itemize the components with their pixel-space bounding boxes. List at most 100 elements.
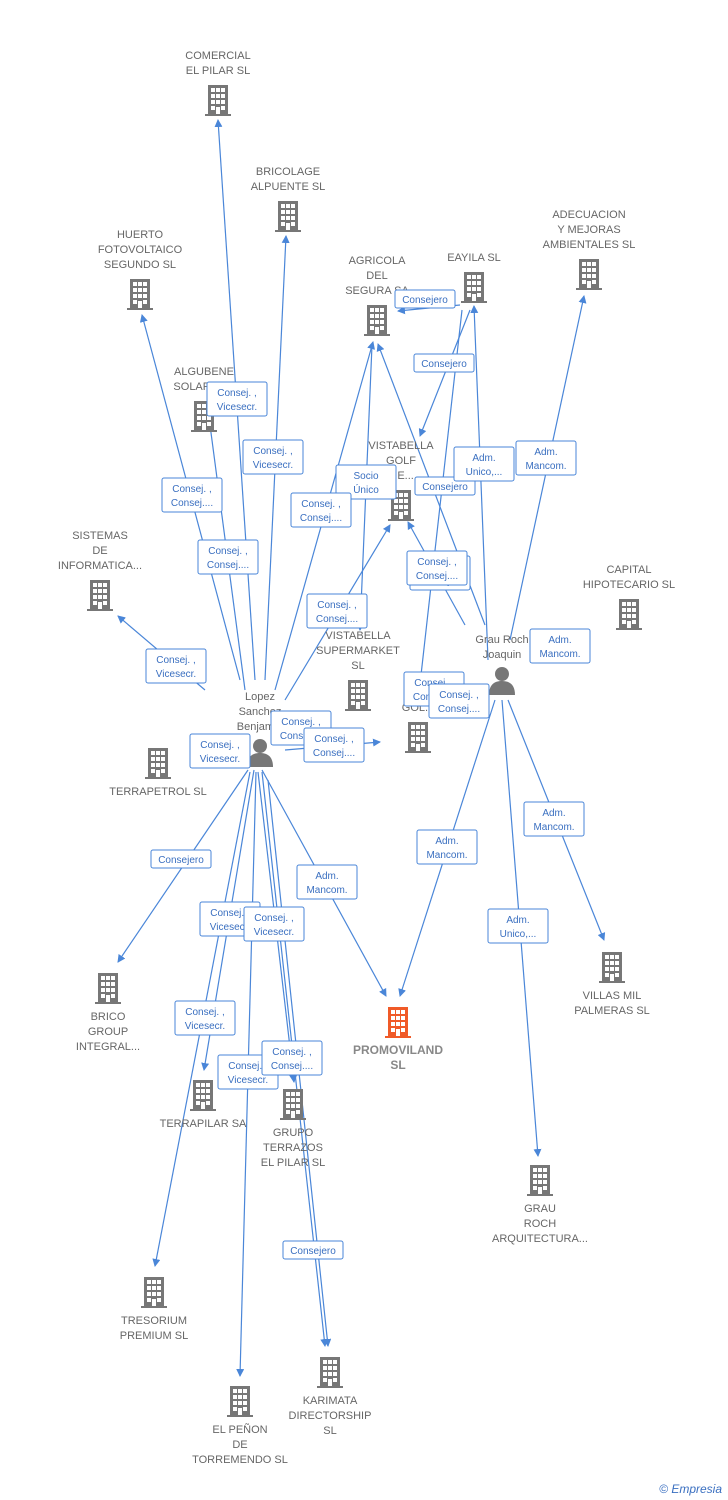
edge-label-text: Consej. , <box>317 600 356 611</box>
edge-label: Consej. ,Consej.... <box>197 539 259 575</box>
building-icon <box>205 85 231 116</box>
building-icon <box>576 259 602 290</box>
node-label: EL PILAR SL <box>186 65 250 77</box>
edge-label: Consejero <box>394 289 456 309</box>
edge-label: Consejero <box>150 849 212 869</box>
company-node[interactable]: TERRAPILAR SA <box>160 1080 247 1130</box>
building-icon <box>616 599 642 630</box>
edge-label: Consej. ,Vicesecr. <box>206 381 268 417</box>
edge-label-text: Consejero <box>290 1246 336 1257</box>
node-label: FOTOVOLTAICO <box>98 244 183 256</box>
edge-label: Adm.Mancom. <box>296 864 358 900</box>
node-label: VILLAS MIL <box>583 990 642 1002</box>
edge-label-box <box>413 353 475 373</box>
edge-label-text: Consej.... <box>171 498 213 509</box>
node-label: Lopez <box>245 691 275 703</box>
node-label: Grau Roch <box>475 634 528 646</box>
node-label: GRAU <box>524 1203 556 1215</box>
edge-label: Adm.Unico,... <box>487 908 549 944</box>
node-label: AMBIENTALES SL <box>543 239 636 251</box>
edge-label: Consejero <box>413 353 475 373</box>
company-node[interactable]: TERRAPETROL SL <box>109 748 207 798</box>
edge-label-box <box>174 1000 236 1036</box>
node-label: ARQUITECTURA... <box>492 1233 588 1245</box>
edge-label-text: Mancom. <box>525 461 566 472</box>
edge-label-box <box>150 849 212 869</box>
building-icon <box>405 722 431 753</box>
edge-label-text: Consej.... <box>316 614 358 625</box>
node-label: SISTEMAS <box>72 530 128 542</box>
edge-label-text: Consej.... <box>271 1061 313 1072</box>
company-node[interactable]: EAYILA SL <box>447 252 501 303</box>
edge-label-text: Consej. , <box>253 446 292 457</box>
edge-label-text: Adm. <box>435 836 458 847</box>
edge-label-text: Vicesecr. <box>254 927 294 938</box>
edge-line <box>470 305 489 661</box>
edge-label: Consej. ,Consej.... <box>161 477 223 513</box>
edge-label: Adm.Mancom. <box>515 440 577 476</box>
edge-label-text: Adm. <box>472 453 495 464</box>
node-label: HUERTO <box>117 229 163 241</box>
edge-label-box <box>394 289 456 309</box>
edge-label-text: Consej. , <box>228 1061 267 1072</box>
node-label: ROCH <box>524 1218 556 1230</box>
edge-label-text: Consej. , <box>185 1007 224 1018</box>
edge-label: Consej. ,Vicesecr. <box>174 1000 236 1036</box>
edge-label-box <box>303 727 365 763</box>
edge-label: Consej. , Consej.... <box>306 593 368 629</box>
edge-label-text: Consej. , <box>210 908 249 919</box>
node-label: BRICOLAGE <box>256 166 320 178</box>
company-node[interactable]: BRICOGROUPINTEGRAL... <box>76 973 140 1053</box>
edge-label: Consej. ,Consej.... <box>290 492 352 528</box>
building-icon <box>145 748 171 779</box>
edge-label: Consejero <box>282 1240 344 1260</box>
company-node[interactable]: COMERCIAL EL PILAR SL <box>185 50 251 116</box>
building-icon <box>345 680 371 711</box>
edge-label: Consej. ,Vicesecr. <box>145 648 207 684</box>
node-label: ADECUACION <box>552 209 625 221</box>
company-node[interactable]: SISTEMASDEINFORMATICA... <box>58 530 142 611</box>
node-label: EL PEÑON <box>212 1423 267 1436</box>
building-icon <box>385 1007 411 1038</box>
node-label: DE <box>232 1439 247 1451</box>
node-label: TRESORIUM <box>121 1315 187 1327</box>
edge-label-box <box>197 539 259 575</box>
node-label: SL <box>323 1425 336 1437</box>
edge-label: Consej. ,Consej.... <box>406 550 468 586</box>
node-label: TERRAPETROL SL <box>109 786 206 798</box>
company-node[interactable]: GRAU ROCH ARQUITECTURA... <box>492 1165 588 1245</box>
edge-label: Consej. ,Consej.... <box>428 683 490 719</box>
edge-label-text: Consej.... <box>416 571 458 582</box>
edge-label-text: Adm. <box>315 871 338 882</box>
edge-label: Adm.Unico,... <box>453 446 515 482</box>
node-label: ALGUBENE <box>174 366 234 378</box>
node-label: BRICO <box>91 1011 126 1023</box>
edge-label-text: Consej. , <box>200 740 239 751</box>
node-label: SL <box>351 660 364 672</box>
building-icon <box>527 1165 553 1196</box>
edge-label-text: Mancom. <box>539 649 580 660</box>
building-icon <box>127 279 153 310</box>
node-label: GRUPO <box>273 1127 314 1139</box>
edge-label-box <box>161 477 223 513</box>
node-label: COMERCIAL <box>185 50 250 62</box>
person-icon <box>489 667 515 695</box>
edge-label-text: Único <box>353 483 379 496</box>
edge-label-text: Consej.... <box>300 513 342 524</box>
node-label: DEL <box>366 270 387 282</box>
